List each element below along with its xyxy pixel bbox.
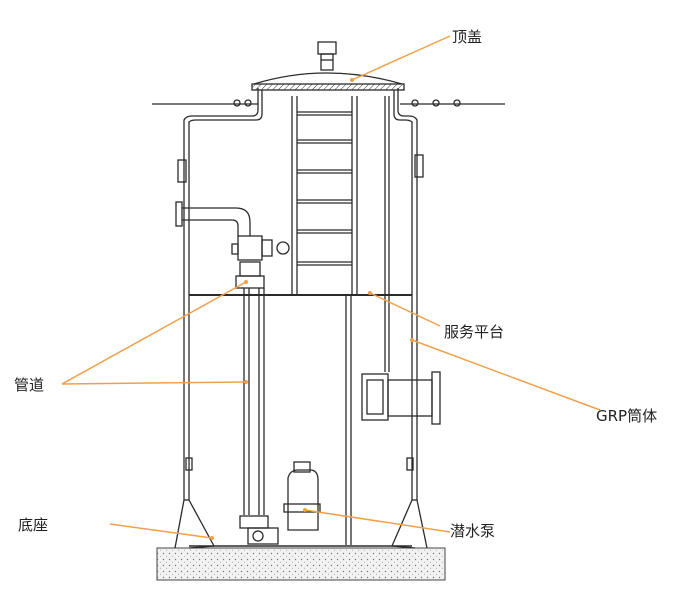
- control-box: [361, 373, 389, 421]
- label-service-platform: 服务平台: [444, 323, 505, 341]
- concrete-foundation: [156, 547, 446, 581]
- label-submersible-pump: 潜水泵: [450, 522, 496, 540]
- top-cover-vent: [317, 41, 337, 55]
- label-grp-barrel: GRP筒体: [596, 407, 658, 425]
- leader-arrowheads: [210, 78, 414, 540]
- top-cover-shape: [253, 72, 403, 85]
- leader-top-cover: [351, 35, 451, 81]
- ladder-rungs: [297, 111, 352, 266]
- leader-pipe-2: [61, 381, 247, 385]
- label-pipe: 管道: [14, 376, 45, 394]
- label-base: 底座: [18, 516, 49, 534]
- valve-body: [237, 235, 263, 261]
- submersible-pump-body: [287, 469, 319, 531]
- leader-service-platform: [369, 292, 441, 327]
- base-skirt: [174, 499, 215, 549]
- barrel-shoulder: [183, 88, 259, 128]
- leader-base: [109, 523, 213, 539]
- tank-body: [152, 41, 505, 549]
- leader-lines: [61, 35, 601, 539]
- leader-pipe-1: [61, 281, 247, 385]
- leader-grp: [411, 339, 601, 411]
- outlet-pipe: [182, 207, 251, 236]
- label-top-cover: 顶盖: [452, 28, 483, 46]
- leader-pump: [304, 509, 451, 533]
